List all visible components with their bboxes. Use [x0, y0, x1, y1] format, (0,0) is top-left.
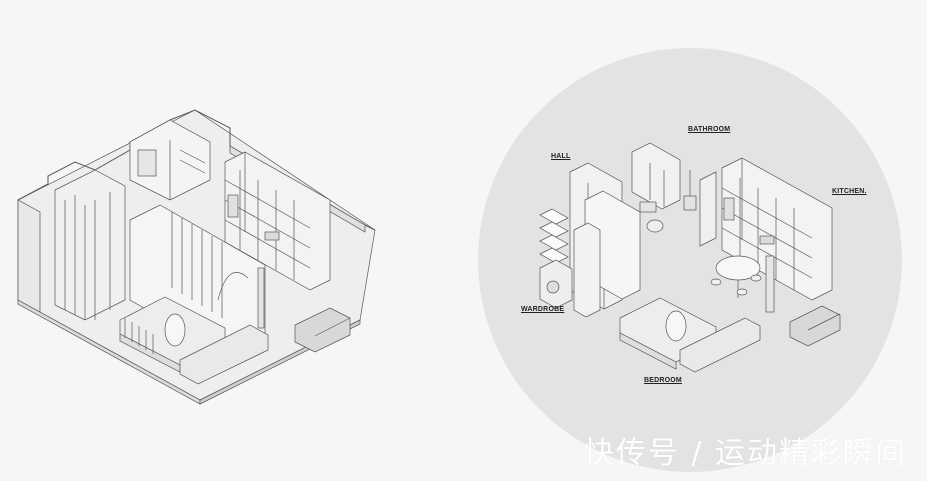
- radiator-column: [765, 255, 775, 313]
- round-mirror: [164, 313, 186, 347]
- shower-glass: [699, 171, 717, 247]
- label-wardrobe: WARDROBE: [521, 306, 565, 313]
- exploded-sofa: [789, 305, 841, 347]
- label-hall: HALL: [551, 153, 571, 160]
- bedroom-bench: [179, 324, 269, 385]
- watermark-text: 快传号 / 运动精彩瞬间: [583, 436, 907, 471]
- exploded-view-circle: [478, 48, 902, 472]
- wall-left: [17, 199, 41, 313]
- shelf-stack: [539, 208, 569, 264]
- wardrobe-column: [573, 222, 601, 318]
- exploded-components: [539, 142, 841, 373]
- label-bathroom: BATHROOM: [688, 126, 731, 133]
- toilet: [646, 219, 664, 233]
- wardrobe-block: [54, 169, 126, 321]
- label-bedroom: BEDROOM: [644, 377, 682, 384]
- sofa-block: [294, 307, 351, 353]
- apartment-axonometric: [17, 109, 376, 405]
- exploded-bench: [679, 317, 761, 373]
- bathroom-cabinet: [631, 142, 681, 210]
- label-kitchen: KITCHEN.: [832, 188, 867, 195]
